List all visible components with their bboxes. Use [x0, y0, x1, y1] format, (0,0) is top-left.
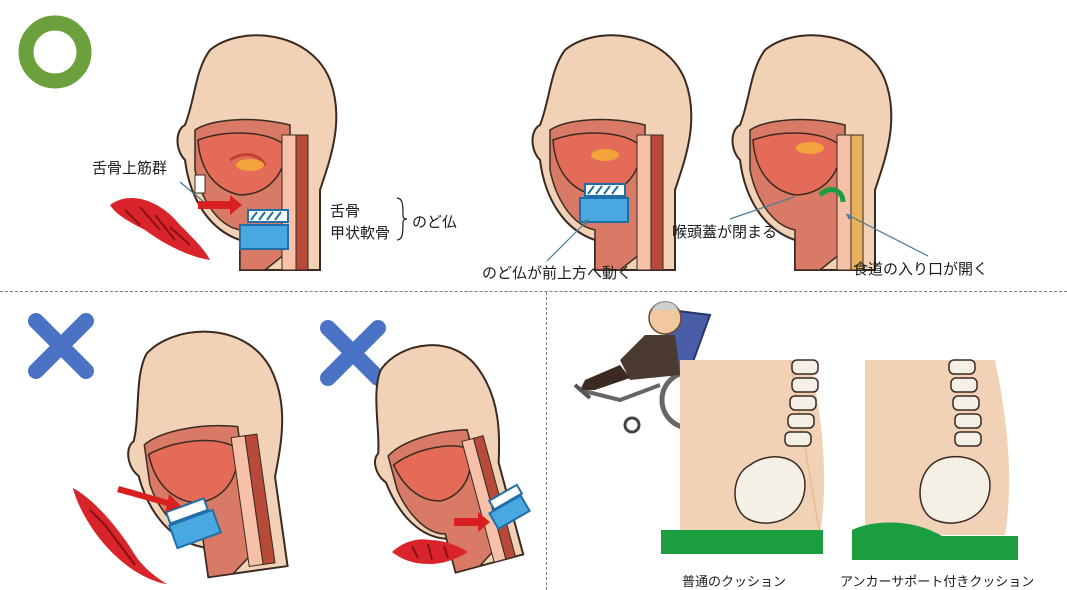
muscle-contracted-icon-2	[390, 532, 470, 572]
anchor-cushion-label: アンカーサポート付きクッション	[840, 571, 1034, 590]
esophagus-label: 食道の入り口が開く	[853, 258, 988, 279]
normal-cushion-label: 普通のクッション	[682, 571, 786, 590]
thyroid-cartilage-tilted-icon-2	[490, 498, 530, 528]
horizontal-divider	[0, 291, 1067, 292]
epiglottis-label: 喉頭蓋が閉まる	[672, 221, 777, 242]
muscle-stretched-icon-1	[65, 480, 175, 590]
hyoid-bone-icon	[248, 210, 288, 222]
adams-apple-moves-label: のど仏が前上方へ動く	[482, 262, 632, 283]
esophagus-pointer-line	[842, 210, 932, 260]
thyroid-label: 甲状軟骨	[330, 222, 390, 243]
pelvis-spine-normal-icon	[670, 350, 840, 550]
anchor-cushion-icon	[852, 518, 1018, 560]
bracket-icon	[395, 196, 409, 242]
good-mark-circle-icon	[17, 14, 97, 94]
red-arrow-short-icon-2	[452, 512, 492, 532]
normal-cushion-icon	[661, 530, 823, 554]
thyroid-cartilage-tilted-icon-1	[170, 512, 220, 546]
adams-apple-label: のど仏	[412, 211, 457, 232]
hyoid-bone-raised-icon	[585, 184, 625, 196]
epiglottis-pointer-line	[728, 193, 798, 223]
suprahyoid-label: 舌骨上筋群	[92, 157, 167, 178]
thyroid-cartilage-icon	[240, 225, 288, 249]
hyoid-label: 舌骨	[330, 200, 360, 221]
vertical-divider	[546, 292, 547, 590]
suprahyoid-pointer-line	[178, 180, 208, 210]
adams-apple-pointer-line	[545, 215, 595, 265]
bad-mark-cross-icon-1	[30, 315, 92, 377]
